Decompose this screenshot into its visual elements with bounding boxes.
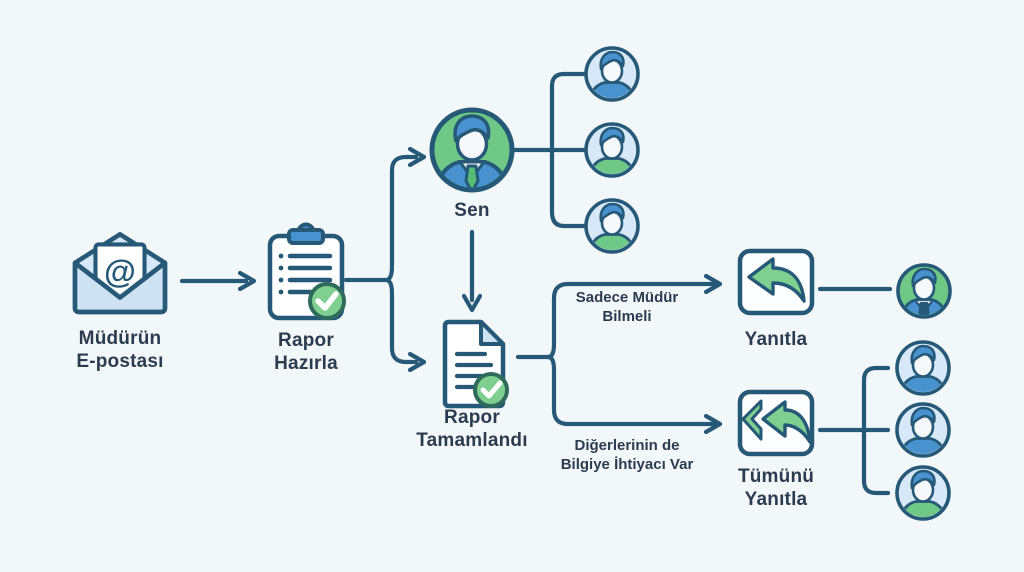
condition-others-need-label: Diğerlerinin de Bilgiye İhtiyacı Var <box>560 437 694 473</box>
you-avatar-icon <box>429 107 515 193</box>
reply-all-arrow-icon <box>737 389 815 457</box>
arrowhead-to-prepare <box>237 270 257 292</box>
connector-team-bottom-bracket <box>861 365 891 496</box>
reply-label: Yanıtla <box>744 329 808 350</box>
connector-prepare-branch-brace <box>383 154 419 365</box>
recipient-avatar-icon <box>895 340 951 396</box>
condition-only-manager-label: Sadece Müdür Bilmeli <box>575 289 679 325</box>
check-circle-icon <box>308 282 346 320</box>
recipient-avatar-icon <box>584 122 640 178</box>
recipient-avatar-icon <box>584 46 640 102</box>
arrowhead-down-report-done <box>461 293 483 313</box>
envelope-at-icon: @ <box>72 231 168 315</box>
recipient-avatar-icon <box>584 198 640 254</box>
manager-avatar-icon <box>896 263 952 319</box>
you-label: Sen <box>454 200 490 221</box>
recipient-avatar-icon <box>895 402 951 458</box>
arrowhead-to-report-done <box>407 351 427 373</box>
arrowhead-to-reply-all <box>703 413 723 435</box>
document-check-icon <box>442 319 509 409</box>
at-symbol: @ <box>104 252 136 289</box>
connector-team-top-bracket <box>549 71 587 229</box>
connector-only-manager-branch <box>545 281 717 360</box>
recipient-avatar-icon <box>895 465 951 521</box>
email-node-label: Müdürün E-postası <box>76 328 164 372</box>
prepare-report-label: Rapor Hazırla <box>274 330 338 374</box>
reply-all-label: Tümünü Yanıtla <box>737 466 815 510</box>
arrowhead-to-you <box>407 146 427 168</box>
clipboard-check-icon <box>267 222 346 321</box>
connector-others-branch <box>545 354 717 427</box>
reply-arrow-icon <box>737 248 815 316</box>
report-done-label: Rapor Tamamlandı <box>416 407 528 451</box>
arrowhead-to-reply <box>703 273 723 295</box>
